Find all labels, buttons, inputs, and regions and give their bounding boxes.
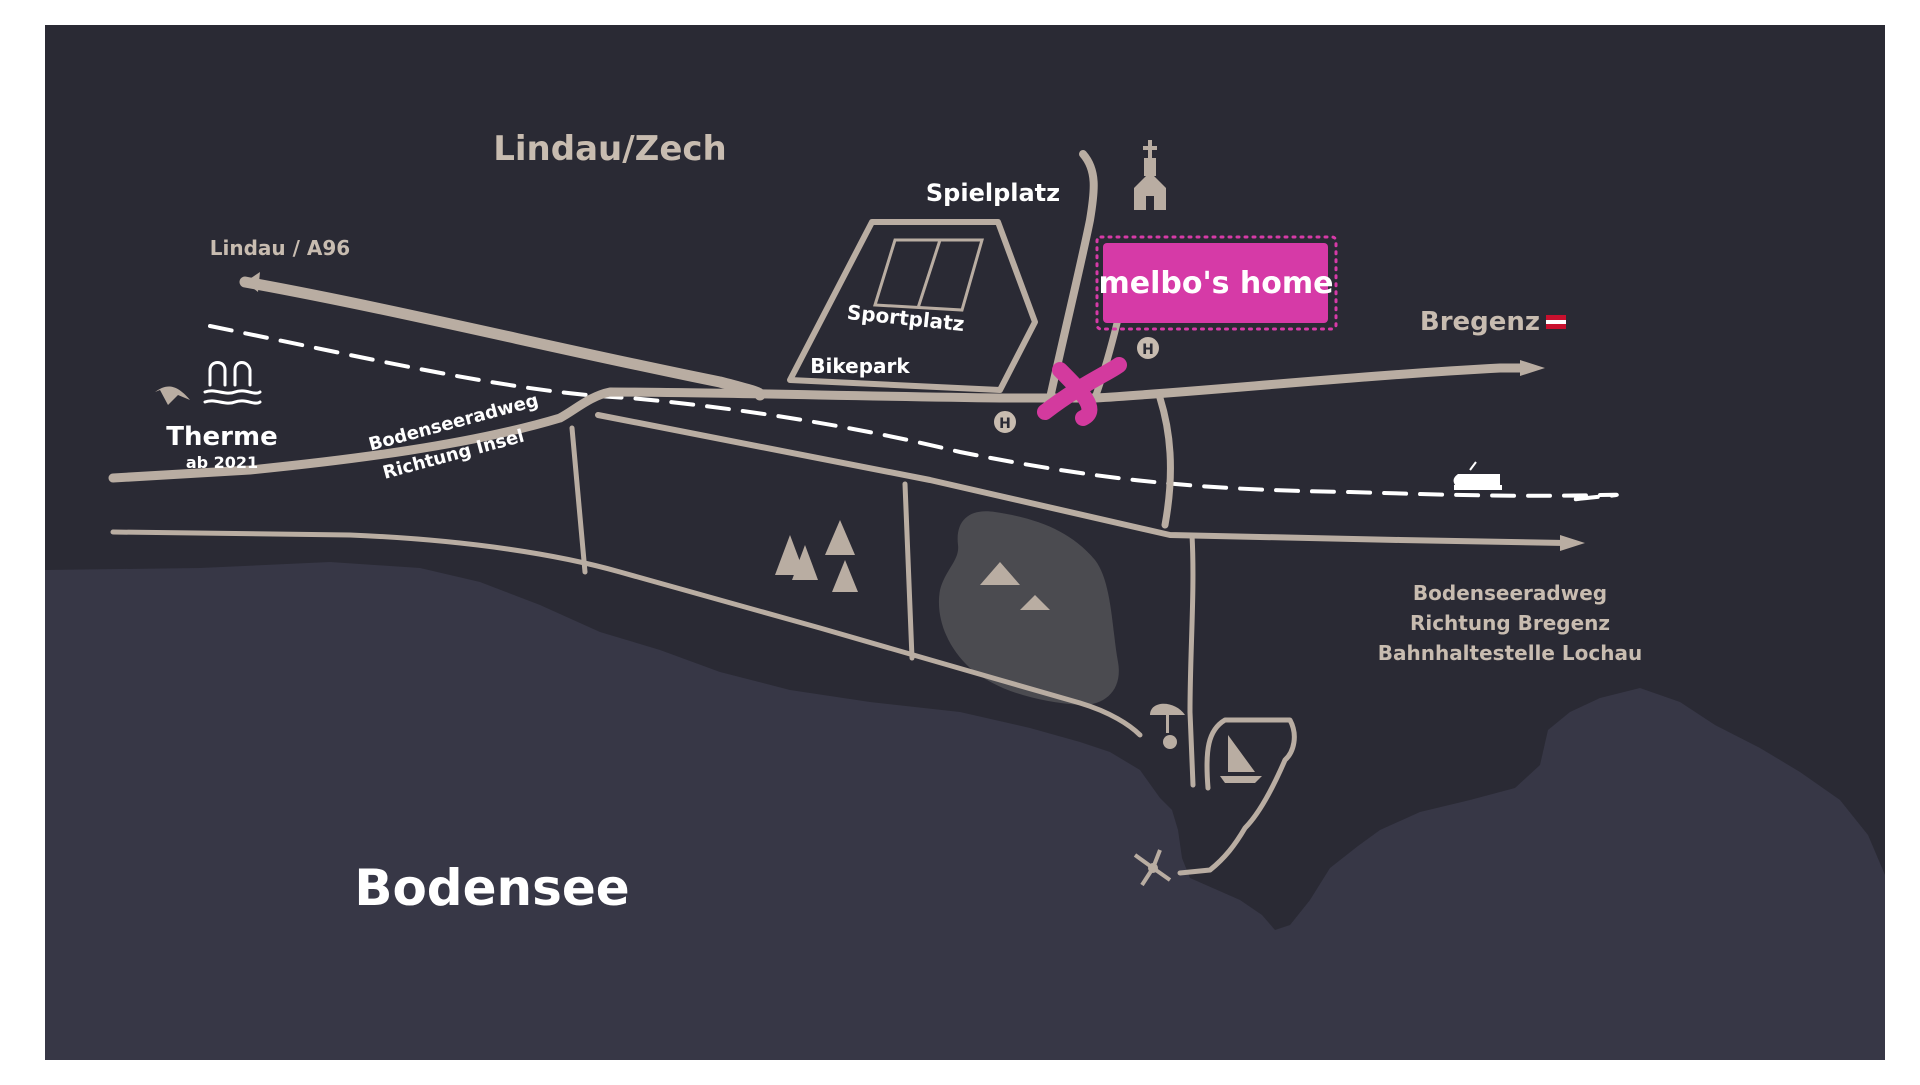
bregenz-label: Bregenz	[1420, 307, 1540, 337]
east-road-arrow	[1520, 360, 1545, 376]
road-network	[108, 150, 1568, 876]
bus-stop-letter: H	[999, 416, 1011, 432]
home-label: melbo's home	[1098, 266, 1333, 301]
cross-marker-icon	[1037, 357, 1127, 426]
sailboat-icon	[1220, 735, 1262, 783]
bus-stop-letter: H	[1142, 342, 1154, 358]
spa-label: Therme	[166, 422, 277, 452]
bikepark-label: Bikepark	[810, 354, 910, 378]
railway-line	[208, 324, 1619, 502]
lake-area	[45, 562, 1885, 1060]
church-icon	[1134, 140, 1166, 210]
east-bike-path-label-line2: Richtung Bregenz	[1410, 611, 1610, 635]
tent-icon	[1020, 595, 1050, 610]
austria-flag-icon	[1546, 315, 1566, 329]
camping-icons	[980, 562, 1050, 610]
town-label: Lindau/Zech	[493, 129, 727, 169]
spa-note-label: ab 2021	[186, 453, 258, 472]
windmill-icon	[1133, 849, 1172, 887]
west-arrow	[245, 272, 260, 292]
bus-stop-icon: H	[992, 409, 1018, 435]
bus-stop-icon: H	[1135, 335, 1161, 361]
tree-icon	[775, 535, 805, 575]
train-icon	[1453, 461, 1502, 490]
sports-field-markings	[873, 238, 984, 312]
east-path-arrow	[1560, 535, 1585, 551]
lindau-direction-label: Lindau / A96	[210, 236, 350, 260]
east-bike-path-label-line3: Bahnhaltestelle Lochau	[1378, 641, 1643, 665]
spa-arrow	[155, 386, 190, 405]
tree-icon	[825, 520, 855, 555]
tent-icon	[980, 562, 1020, 585]
east-bike-path-label-line1: Bodenseeradweg	[1413, 581, 1607, 605]
playground-label: Spielplatz	[926, 179, 1060, 207]
home-marker-box: melbo's home	[1095, 235, 1338, 331]
direction-arrows	[155, 272, 1585, 551]
swimming-pool-icon	[203, 361, 262, 405]
lake-label: Bodensee	[354, 859, 629, 917]
tree-icon	[832, 560, 858, 592]
tree-icon	[792, 545, 818, 580]
forest-area	[775, 520, 858, 592]
beach-umbrella-icon	[1150, 703, 1185, 749]
